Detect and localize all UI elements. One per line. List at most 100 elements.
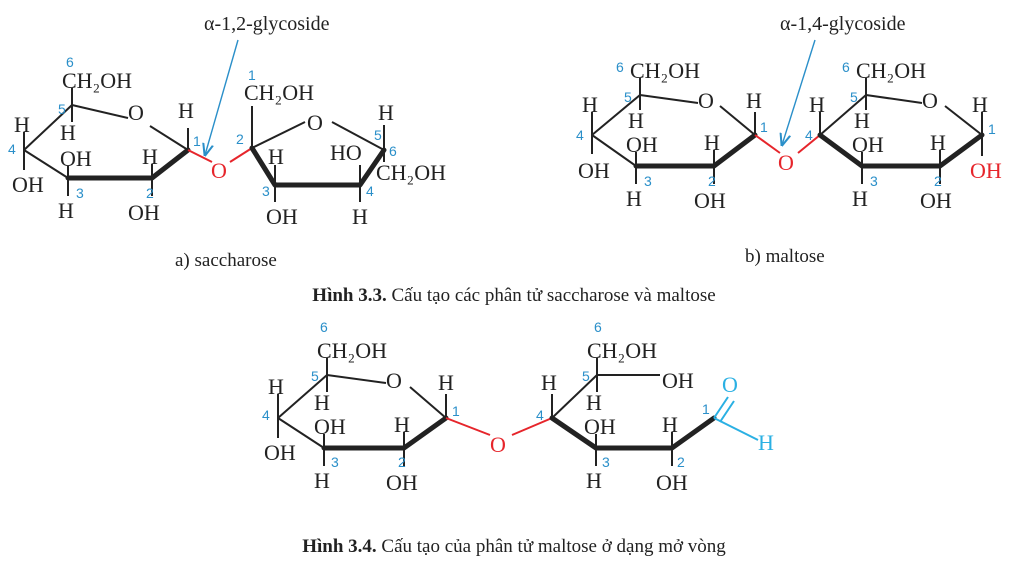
locant: 1	[702, 401, 710, 417]
locant: 5	[58, 101, 66, 117]
locant: 4	[366, 183, 374, 199]
locant: 1	[248, 67, 256, 83]
oh-label: OH	[662, 368, 694, 393]
caption-a: a) saccharose	[175, 250, 277, 271]
locant: 3	[331, 454, 339, 470]
glycoside-annotation: α-1,4-glycoside	[780, 13, 906, 35]
locant: 6	[842, 59, 850, 75]
glycosidic-bond	[797, 134, 821, 154]
ring-oxygen: O	[307, 110, 323, 135]
caption-b: b) maltose	[745, 246, 825, 267]
ring-front-edge	[249, 145, 387, 188]
locant: 3	[262, 183, 270, 199]
bond	[639, 94, 699, 104]
locant: 2	[708, 173, 716, 189]
glycosidic-bond	[445, 417, 491, 436]
h-label: H	[582, 92, 598, 117]
locant: 5	[311, 368, 319, 384]
h-label: H	[268, 144, 284, 169]
ch2oh-label: CH₂OH	[317, 338, 387, 363]
oh-label: OH	[584, 414, 616, 439]
h-label: H	[58, 198, 74, 223]
locant: 6	[320, 319, 328, 335]
h-label: H	[746, 88, 762, 113]
locant: 4	[8, 141, 16, 157]
ring-oxygen: O	[128, 100, 144, 125]
locant: 1	[988, 121, 996, 137]
locant: 5	[582, 368, 590, 384]
figure-3-4-text: Cấu tạo của phân tử maltose ở dạng mở vò…	[381, 536, 726, 557]
h-label: H	[930, 130, 946, 155]
figure-3-4-caption: Hình 3.4. Cấu tạo của phân tử maltose ở …	[302, 536, 726, 557]
locant: 1	[452, 403, 460, 419]
h-label: H	[586, 390, 602, 415]
maltose-structure: CH₂OH O H H OH OH H H OH H O H CH₂OH O H…	[576, 13, 1002, 267]
bond	[149, 125, 189, 151]
bond	[944, 105, 983, 136]
oh-label: OH	[656, 470, 688, 495]
ch2oh-label: CH₂OH	[856, 58, 926, 83]
figure-3-3-label: Hình 3.3.	[312, 285, 386, 306]
bond	[277, 417, 325, 449]
bond	[251, 121, 306, 149]
aldehyde-bond	[713, 417, 759, 441]
figure-3-3-text: Cấu tạo các phân tử saccharose và maltos…	[392, 285, 716, 306]
h-label: H	[178, 98, 194, 123]
oh-label: OH	[60, 146, 92, 171]
aldehyde-double-bond	[719, 400, 735, 423]
saccharose-structure: CH₂OH O H H OH OH H H OH H O CH₂OH O H O…	[8, 13, 446, 271]
glycosidic-oxygen: O	[490, 432, 506, 457]
ch2oh-label: CH₂OH	[587, 338, 657, 363]
bond	[326, 374, 387, 384]
aldehyde-double-bond	[713, 396, 729, 419]
locant: 5	[624, 89, 632, 105]
bond	[719, 105, 756, 136]
bond	[409, 386, 447, 419]
bond	[71, 104, 129, 119]
locant: 3	[602, 454, 610, 470]
locant: 3	[76, 185, 84, 201]
glycoside-annotation: α-1,2-glycoside	[204, 13, 330, 35]
locant: 4	[576, 127, 584, 143]
locant: 2	[236, 131, 244, 147]
ch2oh-label: CH₂OH	[630, 58, 700, 83]
locant: 6	[594, 319, 602, 335]
h-label: H	[586, 468, 602, 493]
locant: 1	[193, 133, 201, 149]
bond	[277, 374, 328, 419]
bond	[591, 94, 641, 136]
ring-oxygen: O	[698, 88, 714, 113]
h-label: H	[704, 130, 720, 155]
ch2oh-label: CH₂OH	[244, 80, 314, 105]
locant: 1	[760, 119, 768, 135]
h-label: H	[352, 204, 368, 229]
locant: 3	[644, 173, 652, 189]
ch2oh-label: CH₂OH	[62, 68, 132, 93]
aldehyde-hydrogen: H	[758, 430, 774, 455]
h-label: H	[972, 92, 988, 117]
locant: 2	[398, 454, 406, 470]
glycosidic-bond	[754, 134, 781, 154]
aldehyde-oxygen: O	[722, 372, 738, 397]
oh-label: OH	[852, 132, 884, 157]
figure-3-3-caption: Hình 3.3. Cấu tạo các phân tử saccharose…	[312, 285, 715, 306]
glycosidic-bond	[511, 417, 553, 436]
h-label: H	[268, 374, 284, 399]
ring-front-edge	[817, 132, 985, 169]
bond	[23, 104, 73, 151]
h-label: H	[852, 186, 868, 211]
oh-label: OH	[264, 440, 296, 465]
h-label: H	[378, 100, 394, 125]
bond	[591, 134, 637, 167]
locant: 4	[262, 407, 270, 423]
h-label: H	[394, 412, 410, 437]
h-label: H	[438, 370, 454, 395]
oh-label: OH	[626, 132, 658, 157]
locant: 6	[389, 143, 397, 159]
bond	[819, 94, 867, 136]
locant: 2	[934, 173, 942, 189]
oh-label: OH	[694, 188, 726, 213]
open-chain-maltose-structure: CH₂OH O H H OH OH H H OH H O H CH₂OH OH …	[262, 319, 774, 495]
locant: 6	[66, 54, 74, 70]
h-label: H	[14, 112, 30, 137]
